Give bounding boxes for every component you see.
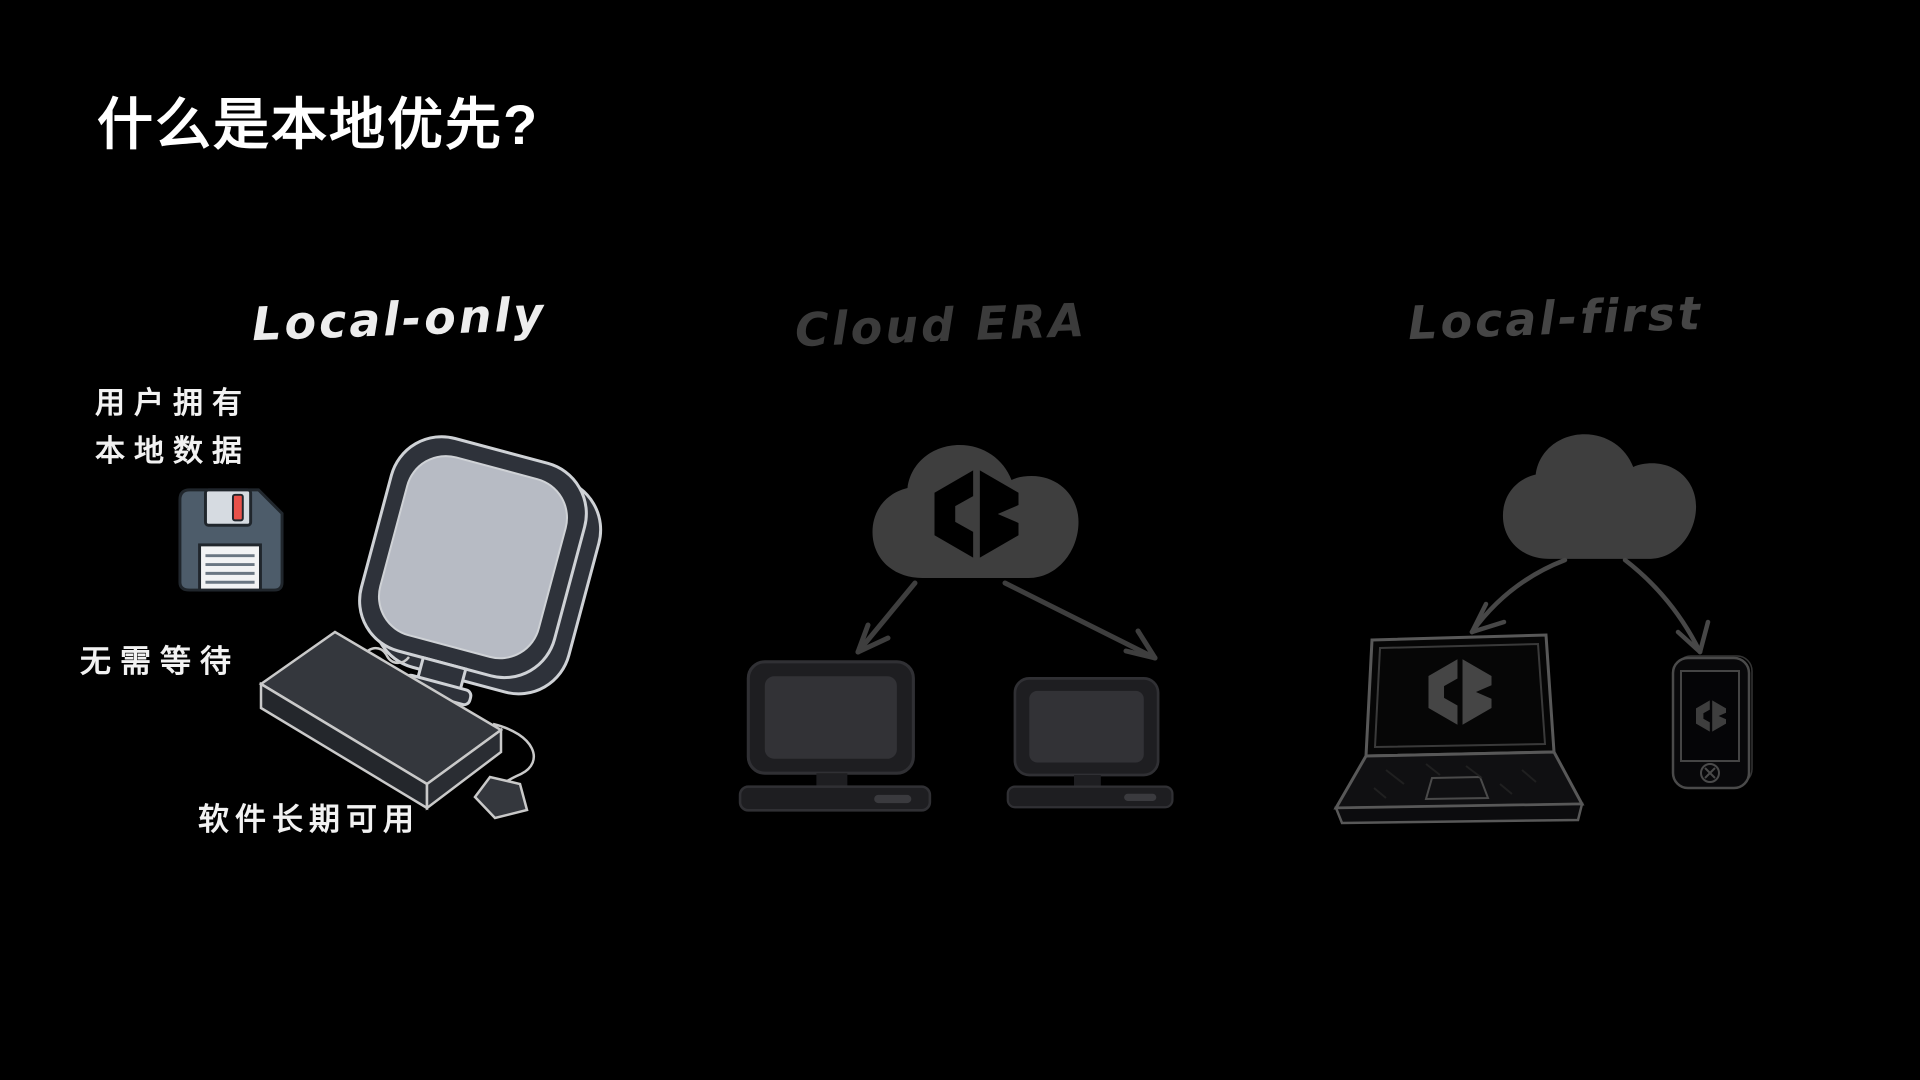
- mouse-icon: [473, 775, 529, 820]
- crt-monitor-icon: [358, 435, 603, 707]
- home-button-icon: [1700, 763, 1720, 783]
- label-user-owns-line1: 用户拥有: [95, 386, 251, 421]
- laptop-icon: [1333, 633, 1585, 825]
- floppy-disk-icon: [178, 488, 284, 592]
- sync-arrows: [1469, 557, 1711, 655]
- page-title: 什么是本地优先?: [97, 93, 540, 156]
- label-no-wait: 无需等待: [80, 644, 240, 680]
- desktop-computer-icon: [1006, 677, 1174, 809]
- label-long-term: 软件长期可用: [198, 802, 420, 838]
- cloud-arrows: [855, 580, 1158, 661]
- label-user-owns-line2: 本地数据: [95, 434, 251, 469]
- keyboard-icon: [258, 630, 504, 811]
- arrow-down-left-icon: [855, 580, 918, 655]
- sketch-hatching: [1373, 763, 1537, 799]
- arrow-down-right-icon: [1622, 557, 1711, 655]
- arrow-down-left-icon: [1469, 557, 1568, 635]
- local-first-heading: Local-first: [1407, 285, 1704, 351]
- smartphone-icon: [1671, 655, 1753, 790]
- cloud-icon: [1502, 434, 1697, 559]
- keyboard-mouse-illustration: [258, 630, 535, 820]
- desktop-computer-icon: [738, 660, 932, 812]
- arrow-down-right-icon: [1002, 580, 1158, 661]
